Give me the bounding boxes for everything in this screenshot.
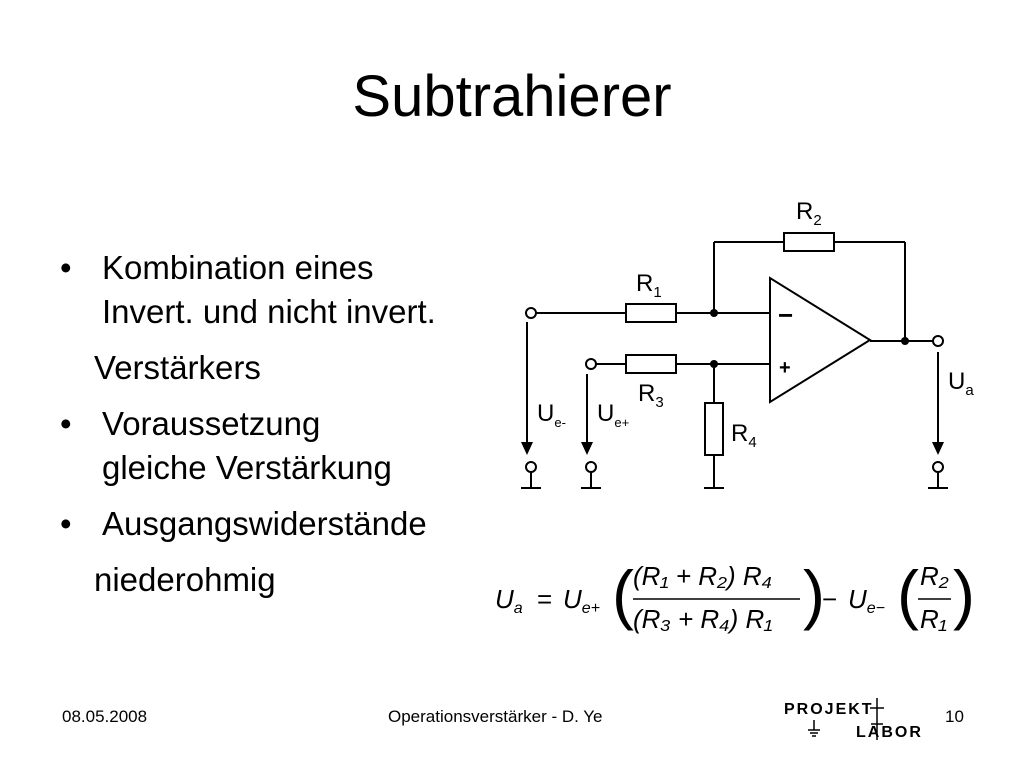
formula-paren-open-1: (	[612, 557, 634, 631]
bullet-item: • Voraussetzung gleiche Verstärkung	[60, 402, 436, 490]
label-r3: R3	[638, 380, 664, 411]
label-ue-minus: Ue-	[537, 400, 566, 430]
bullet-continuation: niederohmig	[94, 561, 276, 598]
label-r1: R1	[636, 270, 662, 301]
node-output	[901, 337, 909, 345]
node-r4	[710, 360, 718, 368]
projekt-labor-logo: PROJEKT LABOR	[784, 698, 923, 741]
label-r4: R4	[731, 420, 757, 451]
bullet-line: Voraussetzung	[102, 405, 321, 442]
bullet-dot: •	[60, 405, 72, 442]
formula-ue-plus: Ue+	[563, 584, 600, 617]
formula-ue-minus: Ue−	[848, 584, 885, 617]
label-opamp-plus: +	[779, 357, 791, 379]
arrow-head-ue-plus	[581, 442, 593, 455]
label-opamp-minus: −	[778, 300, 793, 330]
arrow-head-ue-minus	[521, 442, 533, 455]
bullet-dot: •	[60, 505, 72, 542]
formula-paren-open-2: (	[897, 557, 919, 631]
label-ua: Ua	[948, 368, 974, 399]
logo-text-bottom: LABOR	[856, 724, 923, 741]
slide-title: Subtrahierer	[352, 64, 672, 129]
bullet-continuation: Verstärkers	[94, 349, 261, 386]
bullet-line: Invert. und nicht invert.	[102, 293, 436, 330]
footer-page-number: 10	[945, 707, 964, 726]
bullet-list: • Kombination eines Invert. und nicht in…	[60, 246, 436, 602]
terminal-ue-minus	[525, 307, 537, 319]
terminal-ue-plus	[585, 358, 597, 370]
bullet-dot: •	[60, 249, 72, 286]
terminal-ua	[932, 335, 944, 347]
bullet-line: Ausgangswiderstände	[102, 505, 427, 542]
arrow-head-ua	[932, 442, 944, 455]
node-feedback	[710, 309, 718, 317]
label-r2: R2	[796, 198, 822, 229]
opamp-triangle	[769, 276, 872, 404]
bullet-item: • Ausgangswiderstände	[60, 502, 436, 546]
formula-denominator-1: (R₃ + R₄) R₁	[633, 604, 772, 634]
footer-title: Operationsverstärker - D. Ye	[388, 707, 603, 726]
formula-lhs: Ua	[495, 584, 523, 617]
bullet-item: • Kombination eines Invert. und nicht in…	[60, 246, 436, 334]
logo-symbol	[808, 698, 884, 740]
formula-paren-close-1: )	[803, 557, 825, 631]
bullet-line: Kombination eines	[102, 249, 374, 286]
footer-date: 08.05.2008	[62, 707, 148, 726]
label-ue-plus: Ue+	[597, 400, 629, 430]
formula-equals: =	[537, 584, 552, 614]
formula-numerator-2: R₂	[920, 561, 949, 591]
formula-denominator-2: R₁	[920, 604, 947, 634]
formula-minus: −	[822, 584, 837, 614]
formula-paren-close-2: )	[953, 557, 975, 631]
formula-numerator-1: (R₁ + R₂) R₄	[633, 561, 772, 591]
logo-text-top: PROJEKT	[784, 701, 874, 718]
bullet-line: gleiche Verstärkung	[102, 449, 392, 486]
